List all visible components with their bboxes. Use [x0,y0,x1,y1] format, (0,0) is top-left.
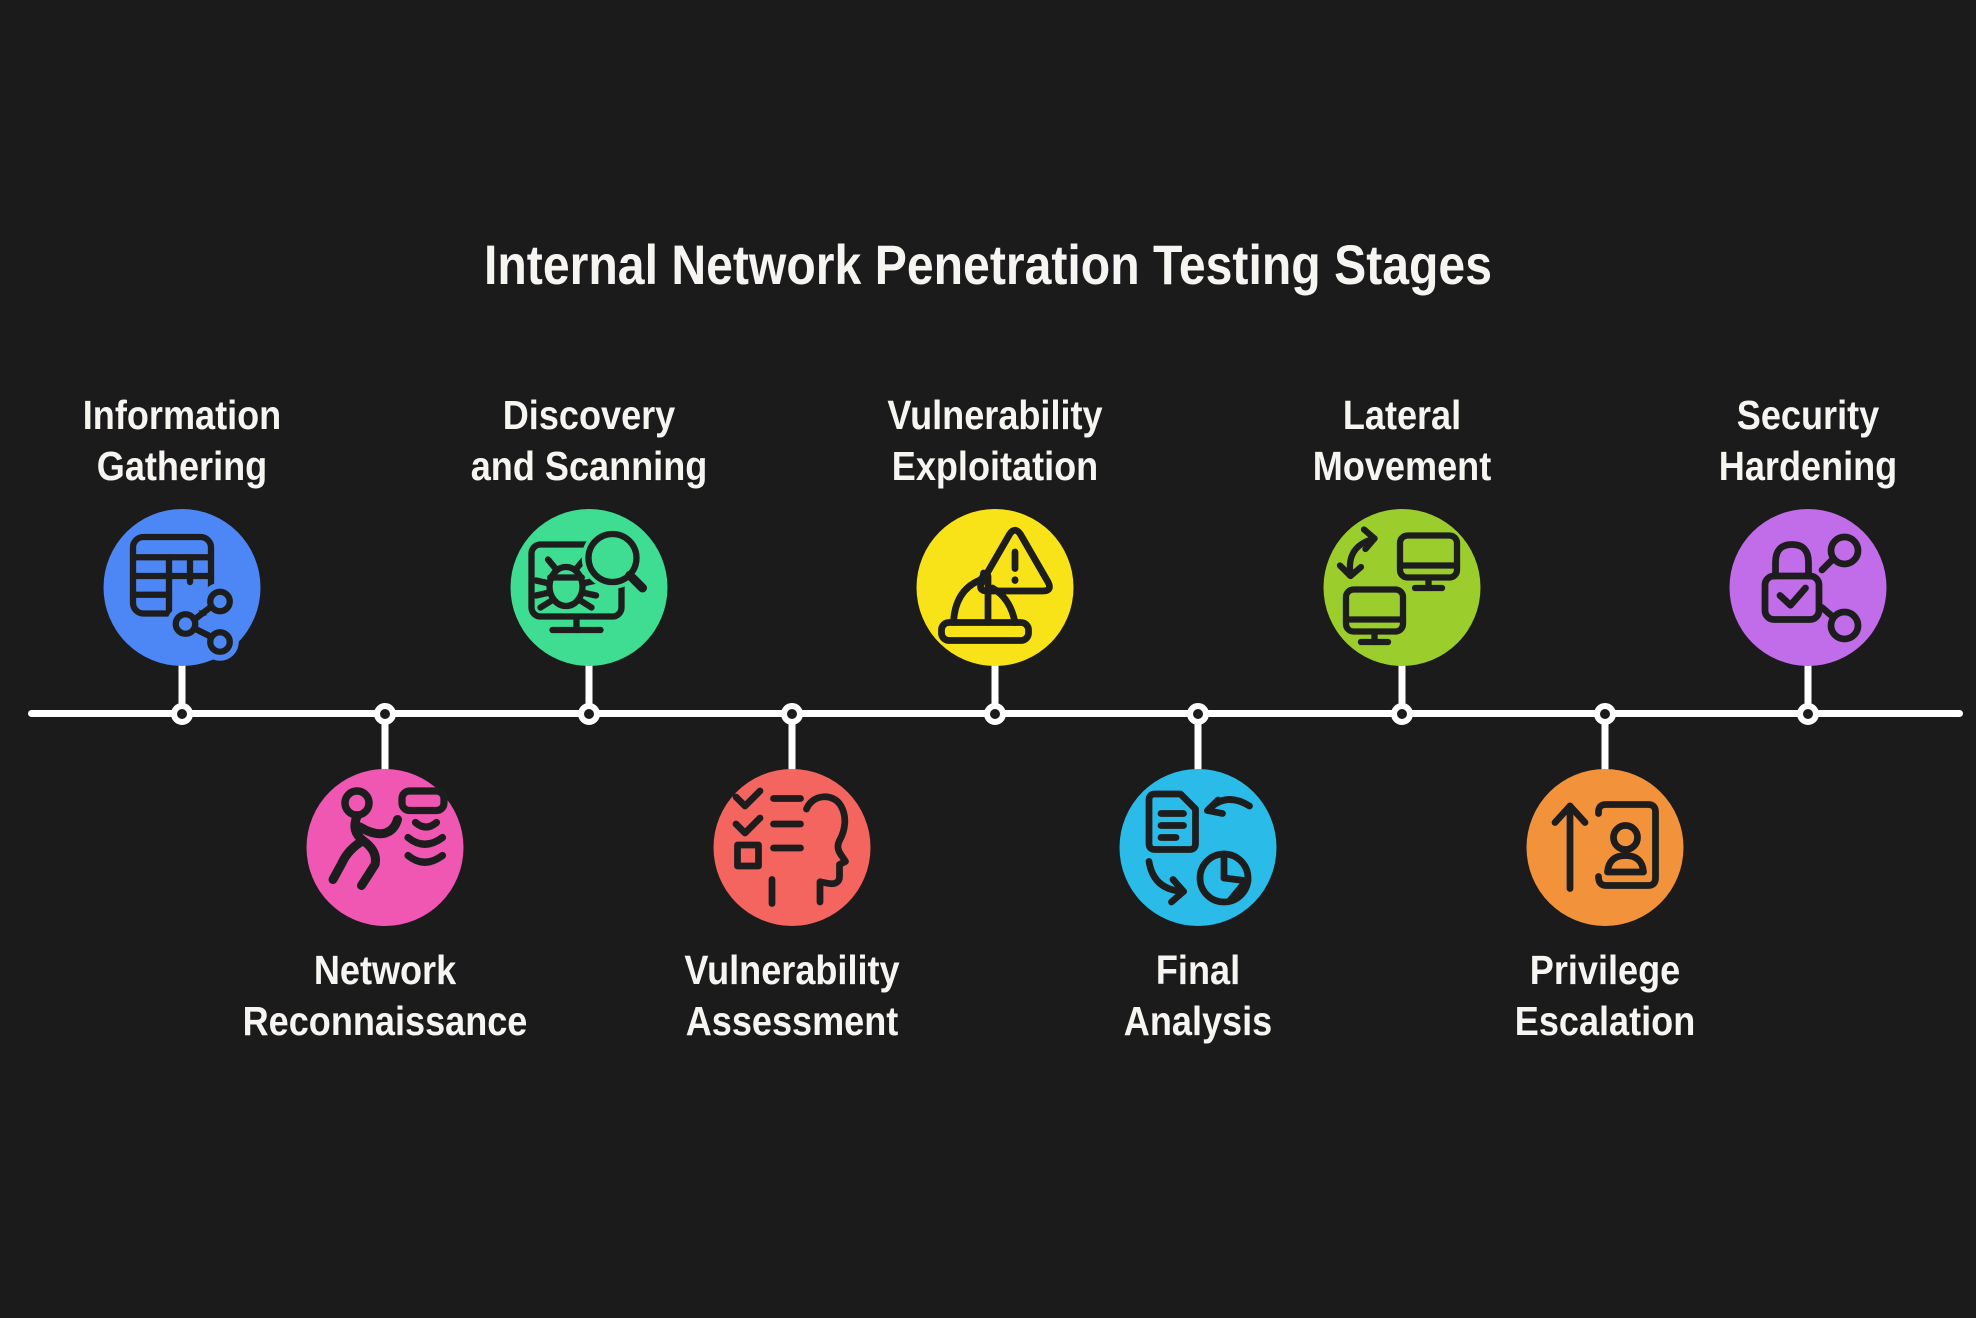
monitors-transfer-icon [1327,513,1477,663]
stage-icon-circle [103,509,261,666]
stage-connector-line [1194,712,1202,772]
timeline-node [1797,703,1819,725]
document-piechart-sync-icon [1123,773,1273,923]
stage-label: Security Hardening [1718,392,1898,489]
lock-check-network-icon [1733,513,1883,663]
arrow-up-badge-user-icon [1530,773,1680,923]
stage-icon-circle [916,509,1074,666]
timeline-node [1593,703,1616,725]
stage-connector-line [178,658,186,716]
timeline-node [984,703,1006,725]
stage-label: Vulnerability Assessment [684,947,900,1044]
stage-connector-line [381,712,389,772]
stage-icon-circle [1729,509,1887,666]
stage-connector-line [991,658,999,716]
stage-label: Vulnerability Exploitation [887,392,1103,489]
walking-person-signal-icon [310,773,460,923]
stage-icon-circle [1119,769,1277,926]
stage-icon-circle [1526,769,1684,926]
stage-icon-circle [510,509,667,666]
monitor-bug-magnifier-icon [514,513,664,663]
stage-label: Lateral Movement [1312,392,1491,489]
timeline-node [577,703,600,725]
hardhat-warning-icon [920,513,1070,663]
stage-label: Discovery and Scanning [470,392,707,489]
stage-icon-circle [1323,509,1480,666]
stage-icon-circle [713,769,871,926]
timeline-node [374,703,397,725]
stage-label: Information Gathering [82,392,282,489]
stage-connector-line [1804,658,1812,716]
stage-label: Privilege Escalation [1514,947,1695,1044]
stage-connector-line [585,658,592,716]
stage-label: Final Analysis [1124,947,1273,1044]
timeline-node [1187,703,1210,725]
diagram-title: Internal Network Penetration Testing Sta… [483,232,1493,296]
table-share-icon [107,513,257,663]
checklist-profile-icon [717,773,867,923]
timeline-node [1390,703,1413,725]
stage-connector-line [1398,658,1405,716]
stage-connector-line [788,712,796,772]
timeline-node [171,703,193,725]
timeline-node [780,703,803,725]
stage-connector-line [1601,712,1609,772]
stage-label: Network Reconnaissance [242,947,528,1044]
stage-icon-circle [306,769,464,926]
